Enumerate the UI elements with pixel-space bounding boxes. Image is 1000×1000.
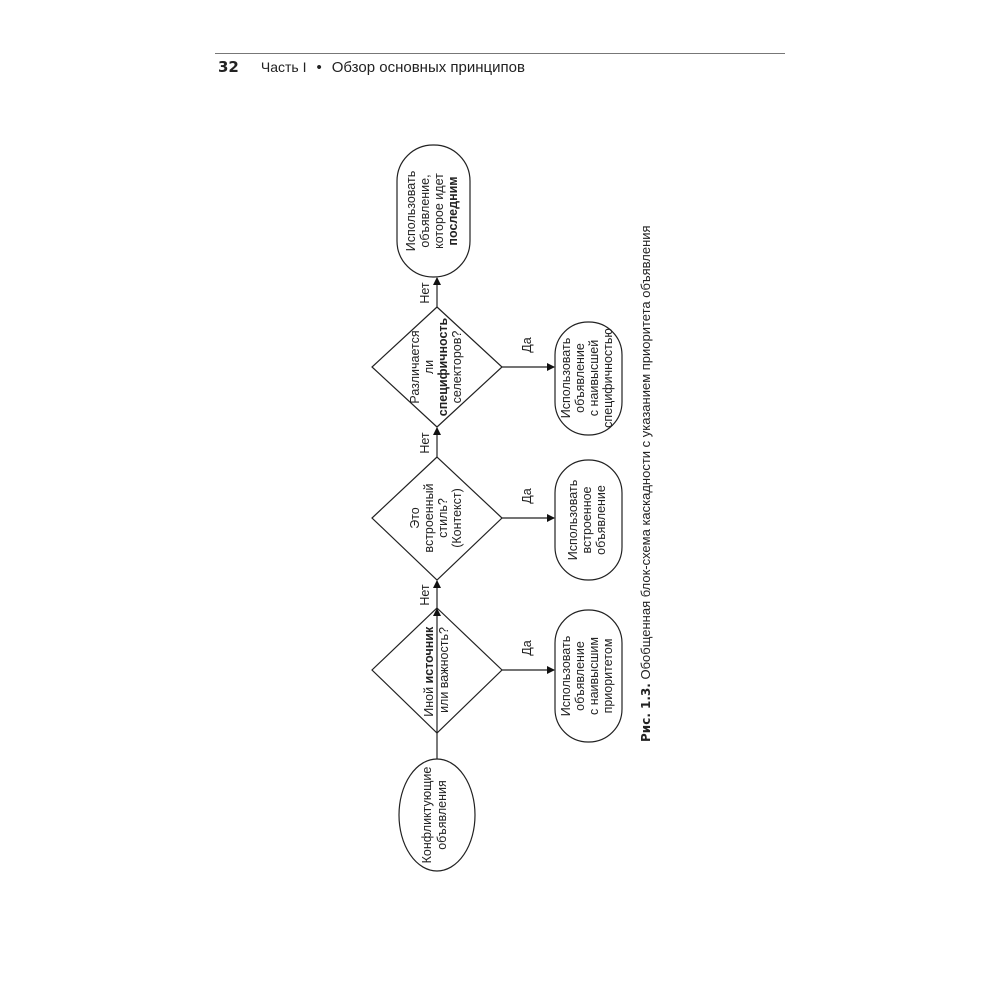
yes-label-1: Да	[520, 640, 534, 655]
no-label-1: Нет	[418, 584, 432, 606]
result-priority-label: Использоватьобъявлениес наивысшимприорит…	[559, 636, 615, 716]
page-header: 32 Часть I • Обзор основных принципов	[218, 58, 525, 76]
decision-specificity-label: Различаетсялиспецифичностьселекторов?	[408, 317, 464, 416]
result-priority-node	[554, 609, 623, 743]
page-number: 32	[218, 58, 239, 76]
no-label-3: Нет	[418, 282, 432, 304]
result-specificity-node	[554, 321, 623, 436]
decision-source-label: Иной источник или важность?	[422, 623, 451, 716]
start-label: Конфликтующиеобъявления	[420, 767, 449, 864]
no-label-2: Нет	[418, 432, 432, 454]
yes-label-3: Да	[520, 337, 534, 352]
figure-caption: Рис. 1.3. Обобщенная блок-схема каскадно…	[638, 225, 653, 742]
result-inline-node	[554, 459, 623, 581]
result-specificity-label: Использоватьобъявлениес наивысшейспецифи…	[559, 328, 615, 428]
header-rule	[215, 53, 785, 54]
section-title: Обзор основных принципов	[331, 59, 525, 76]
decision-inline-label: Этовстроенныйстиль?(Контекст)	[408, 483, 464, 552]
bullet: •	[316, 59, 322, 76]
result-inline-label: Использоватьвстроенноеобъявление	[566, 480, 608, 560]
part-label: Часть I	[260, 59, 307, 75]
end-last-label: Использоватьобъявление,которое идетпосле…	[404, 171, 460, 251]
yes-label-2: Да	[520, 488, 534, 503]
